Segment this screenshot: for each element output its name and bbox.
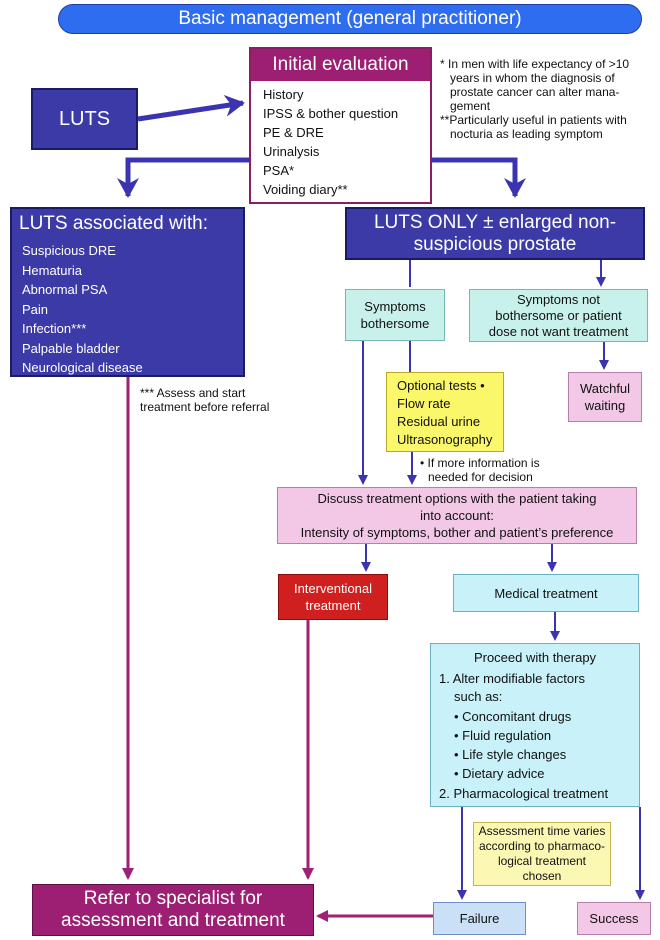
- assessment-time-box: Assessment time varies according to phar…: [473, 822, 611, 886]
- associated-item: Neurological disease: [22, 360, 143, 375]
- page-title: Basic management (general practitioner): [58, 4, 642, 34]
- footnote-line: * In men with life expectancy of >10: [440, 57, 630, 71]
- proceed-therapy-box: Proceed with therapy 1. Alter modifiable…: [430, 643, 640, 807]
- failure-box: Failure: [433, 902, 526, 935]
- discuss-line: Intensity of symptoms, bother and patien…: [300, 525, 614, 540]
- initial-item: Voiding diary**: [263, 182, 348, 197]
- optional-tests-note: • If more information is needed for deci…: [420, 456, 540, 484]
- optional-tests-box: Optional tests • Flow rate Residual urin…: [386, 372, 504, 452]
- associated-item: Palpable bladder: [22, 340, 120, 356]
- footnote-referral: *** Assess and start treatment before re…: [140, 386, 269, 414]
- luts-associated-box: LUTS associated with: Suspicious DRE Hem…: [10, 207, 245, 377]
- arrow-luts-to-initial: [137, 94, 245, 122]
- footnote-line: gement: [450, 99, 491, 113]
- initial-item: PSA*: [263, 163, 295, 178]
- watchful-waiting-box: Watchful waiting: [568, 372, 642, 422]
- optional-tests-list: Optional tests • Flow rate Residual urin…: [397, 377, 492, 449]
- optional-item: Optional tests •: [397, 378, 485, 393]
- luts-associated-title: LUTS associated with:: [19, 213, 209, 234]
- associated-item: Hematuria: [22, 262, 82, 278]
- proceed-step-2: 2. Pharmacological treatment: [439, 786, 609, 801]
- interventional-treatment-box: Interventional treatment: [278, 574, 388, 620]
- not-bothersome-line: dose not want treatment: [488, 323, 629, 339]
- not-bothersome-line: Symptoms not: [516, 291, 601, 307]
- not-bothersome-line: bothersome or patient: [495, 307, 622, 323]
- initial-item: PE & DRE: [263, 125, 324, 140]
- assessment-line: according to pharmaco-: [478, 839, 606, 853]
- luts-only-box: LUTS ONLY ± enlarged non- suspicious pro…: [345, 207, 645, 260]
- optional-item: Residual urine: [397, 414, 481, 429]
- bothersome-line: Symptoms: [364, 299, 426, 314]
- proceed-bullet: • Fluid regulation: [454, 728, 552, 743]
- proceed-step-1: 1. Alter modifiable factors: [439, 671, 585, 686]
- symptoms-not-bothersome-box: Symptoms not bothersome or patient dose …: [469, 289, 648, 342]
- assessment-line: chosen: [522, 869, 562, 883]
- initial-item: IPSS & bother question: [263, 106, 399, 121]
- arrow-initial-to-only: [432, 157, 526, 198]
- initial-evaluation-title: Initial evaluation: [251, 49, 430, 81]
- footnote-life-expectancy: * In men with life expectancy of >10 yea…: [440, 57, 629, 141]
- assessment-line: Assessment time varies: [478, 824, 606, 838]
- refer-line: assessment and treatment: [61, 910, 285, 931]
- watchful-line: waiting: [584, 398, 626, 413]
- discuss-options-box: Discuss treatment options with the patie…: [277, 487, 637, 544]
- success-box: Success: [577, 902, 651, 935]
- symptoms-bothersome-box: Symptoms bothersome: [345, 289, 445, 341]
- discuss-line: Discuss treatment options with the patie…: [317, 491, 597, 506]
- associated-item: Suspicious DRE: [22, 243, 116, 258]
- proceed-title: Proceed with therapy: [473, 650, 597, 665]
- initial-evaluation-box: Initial evaluation History IPSS & bother…: [249, 47, 432, 204]
- proceed-bullet: • Life style changes: [454, 747, 567, 762]
- watchful-line: Watchful: [579, 381, 631, 396]
- refer-line: Refer to specialist for: [83, 888, 263, 909]
- interventional-line: treatment: [305, 598, 361, 613]
- proceed-step-1-cont: such as:: [454, 689, 503, 704]
- luts-associated-list: Suspicious DRE Hematuria Abnormal PSA Pa…: [22, 241, 143, 378]
- discuss-line: into account:: [420, 508, 494, 523]
- footnote-line: **Particularly useful in patients with: [440, 113, 627, 127]
- optional-item: Flow rate: [397, 396, 451, 411]
- footnote-line: nocturia as leading symptom: [450, 127, 603, 141]
- associated-item: Pain: [22, 301, 49, 317]
- assessment-line: logical treatment: [497, 854, 587, 868]
- luts-only-line: LUTS ONLY ± enlarged non-: [373, 211, 617, 233]
- footnote-line: years in whom the diagnosis of: [450, 71, 615, 85]
- refer-specialist-box: Refer to specialist for assessment and t…: [32, 884, 314, 936]
- initial-evaluation-list: History IPSS & bother question PE & DRE …: [263, 85, 398, 199]
- medical-treatment-box: Medical treatment: [453, 574, 639, 612]
- footnote-line: prostate cancer can alter mana-: [450, 85, 620, 99]
- note-line: needed for decision: [428, 470, 533, 484]
- optional-item: Ultrasonography: [397, 432, 493, 447]
- bothersome-line: bothersome: [360, 316, 430, 331]
- luts-only-line: suspicious prostate: [413, 233, 577, 255]
- associated-item: Abnormal PSA: [22, 282, 108, 297]
- associated-item: Infection***: [22, 321, 87, 336]
- proceed-bullet: • Dietary advice: [454, 766, 545, 781]
- luts-box: LUTS: [31, 88, 138, 150]
- initial-item: History: [263, 87, 304, 102]
- arrow-initial-to-associated: [117, 157, 249, 198]
- footnote-line: treatment before referral: [140, 400, 270, 414]
- note-line: • If more information is: [420, 456, 540, 470]
- interventional-line: Interventional: [293, 581, 373, 596]
- initial-item: Urinalysis: [263, 144, 320, 159]
- footnote-line: *** Assess and start: [140, 386, 246, 400]
- proceed-bullet: • Concomitant drugs: [454, 709, 572, 724]
